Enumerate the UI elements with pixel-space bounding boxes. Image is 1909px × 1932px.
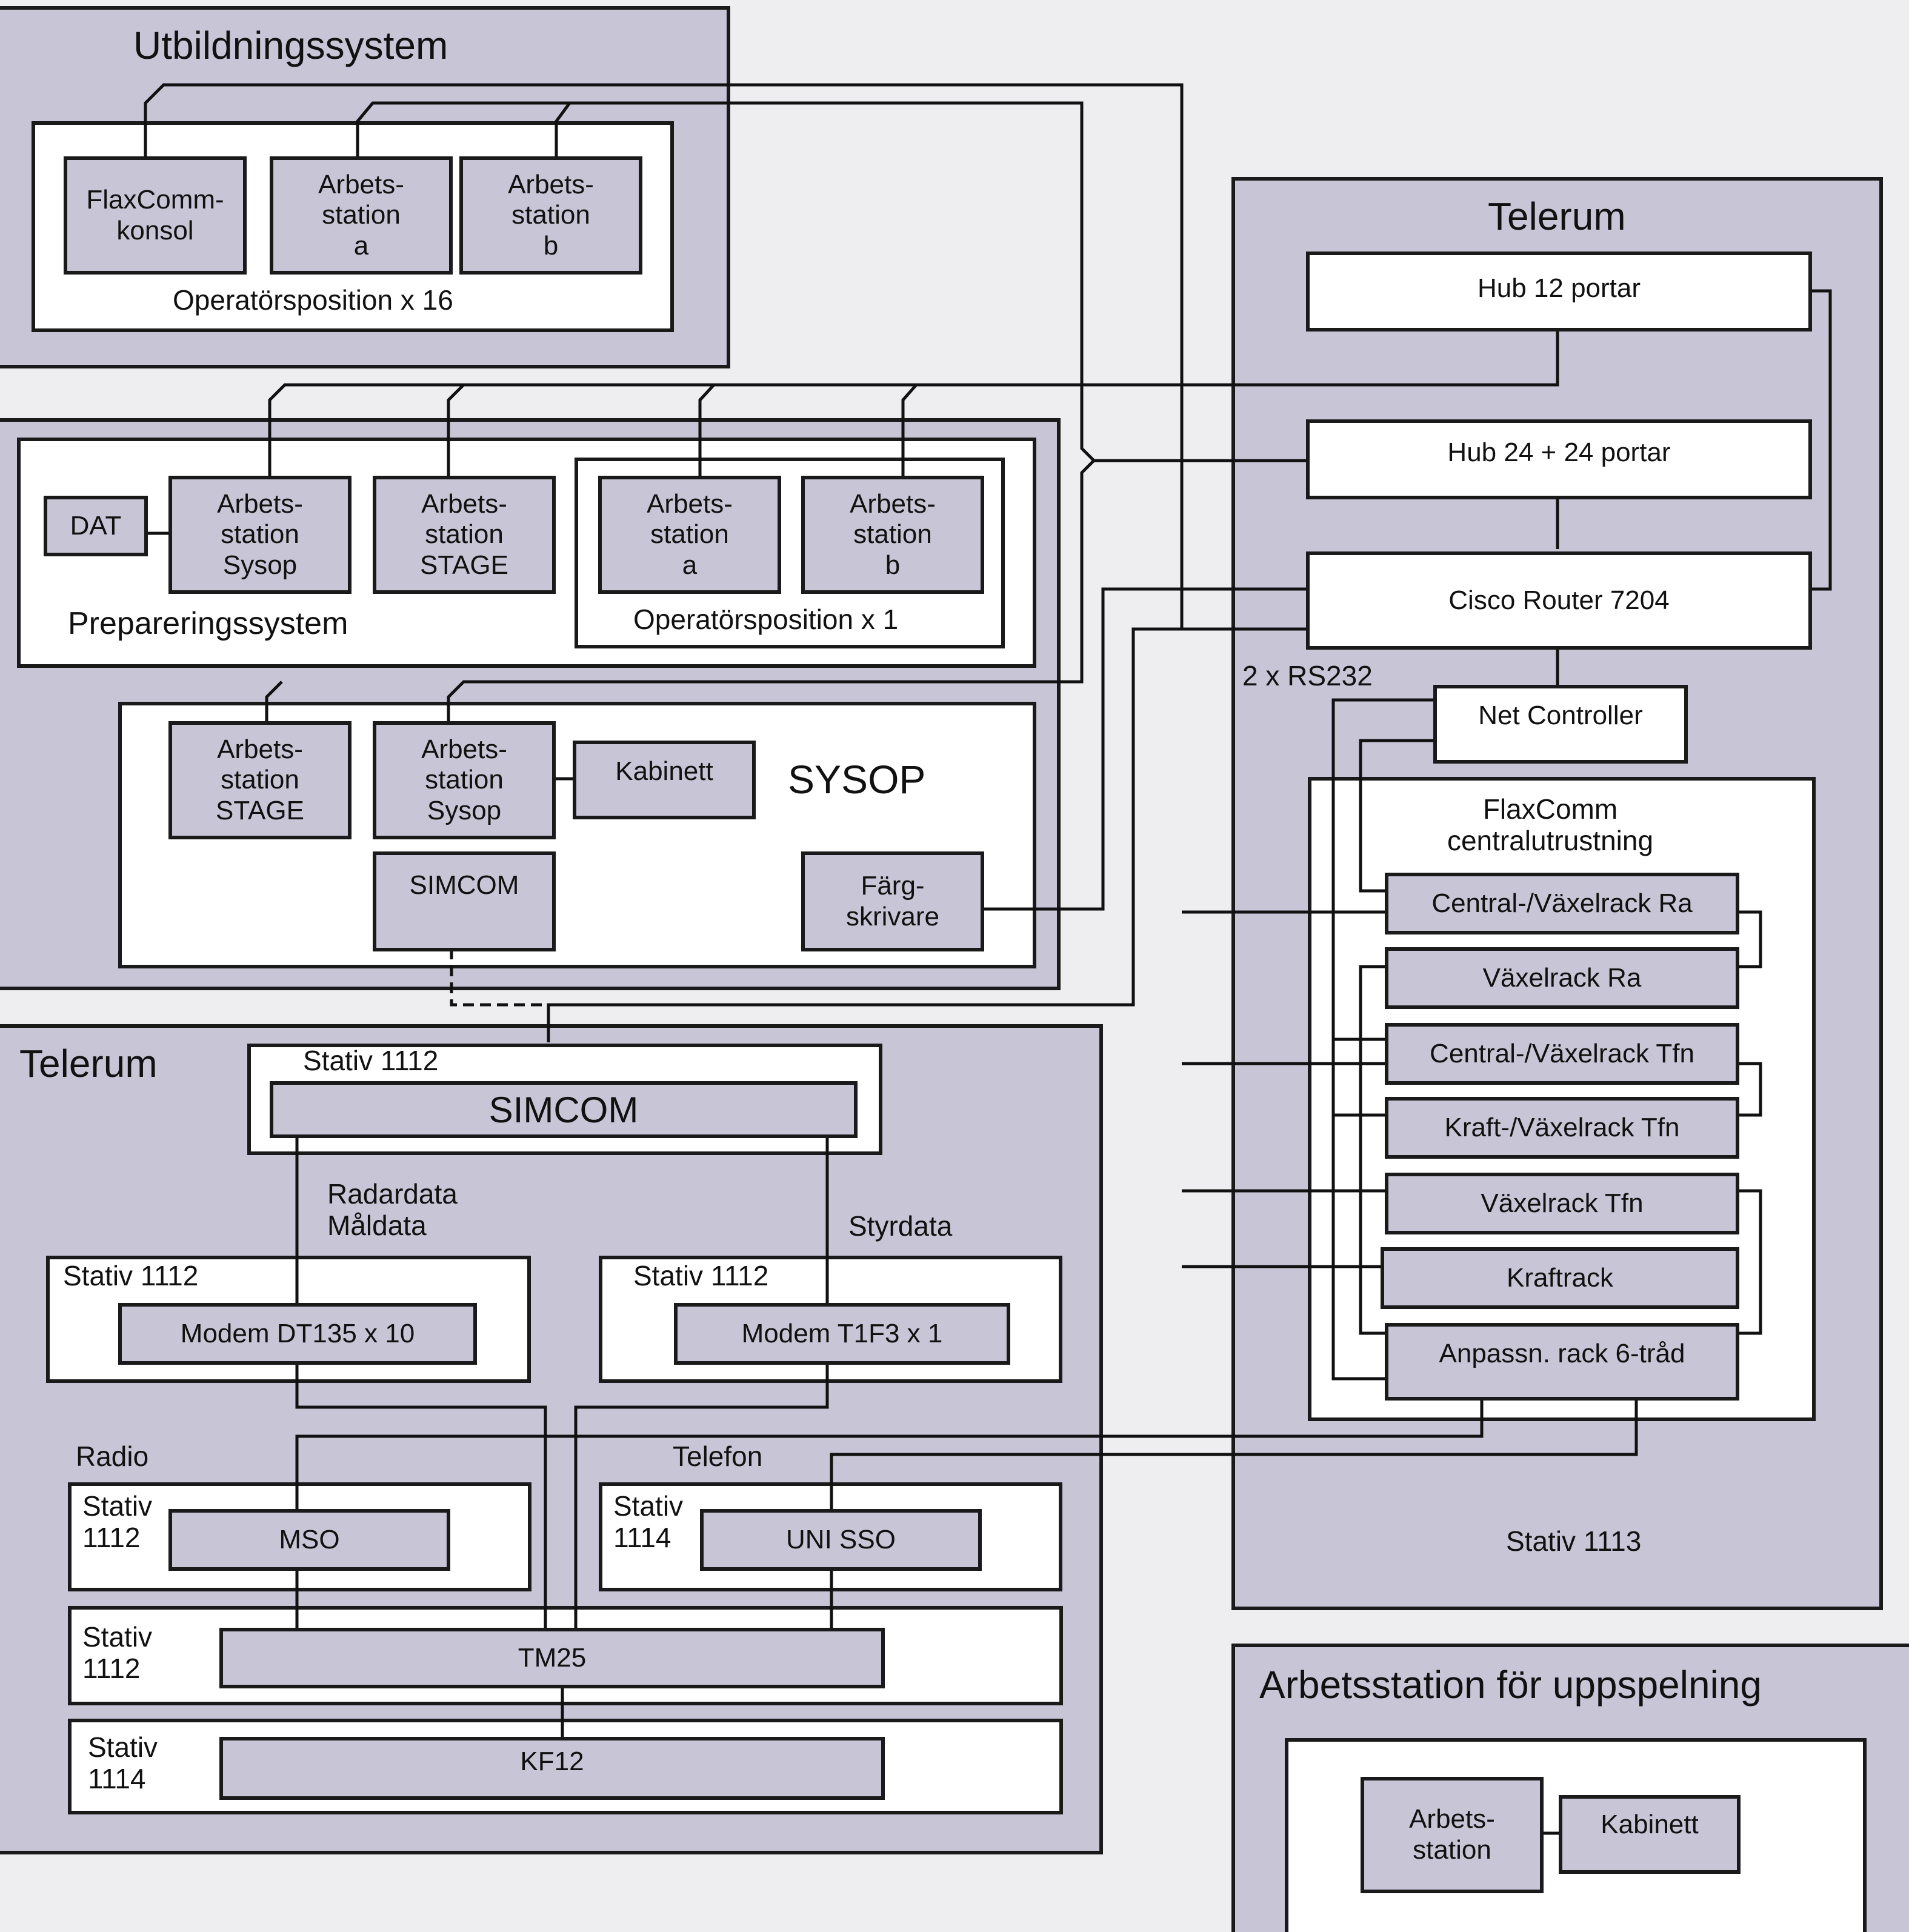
rack-central-vaxel-tfn: Central-/Växelrack Tfn (1385, 1023, 1739, 1085)
unisso-box: UNI SSO (700, 1509, 982, 1571)
rack-kraft-vaxel-tfn: Kraft-/Växelrack Tfn (1385, 1097, 1739, 1159)
prep-workstation-a-box: Arbets- station a (598, 476, 781, 594)
net-controller-box: Net Controller (1433, 685, 1688, 764)
flaxcomm-central-label: FlaxComm centralutrustning (1447, 793, 1654, 856)
telerum-right-title: Telerum (1488, 195, 1626, 238)
hub24-box: Hub 24 + 24 portar (1306, 419, 1812, 499)
unisso-stativ-label: Stativ 1114 (613, 1490, 684, 1553)
tm25-box: TM25 (219, 1628, 885, 1688)
utb-operator-label: Operatörsposition x 16 (173, 284, 453, 316)
uppspelning-kabinett-box: Kabinett (1559, 1795, 1741, 1874)
radardata-label: Radardata Måldata (327, 1178, 458, 1241)
hub12-box: Hub 12 portar (1306, 251, 1812, 331)
sysop-workstation-sysop-box: Arbets- station Sysop (373, 721, 556, 839)
sysop-title: SYSOP (788, 757, 926, 802)
prep-workstation-b-box: Arbets- station b (801, 476, 984, 594)
rack-vaxel-tfn: Växelrack Tfn (1385, 1173, 1739, 1234)
mso-box: MSO (168, 1509, 450, 1571)
fargskrivare-box: Färg- skrivare (801, 851, 984, 951)
utbildningssystem-title: Utbildningssystem (133, 24, 448, 67)
uppspelning-title: Arbetsstation för uppspelning (1259, 1663, 1762, 1707)
styrdata-label: Styrdata (848, 1210, 953, 1242)
tm25-stativ-label: Stativ 1112 (82, 1621, 153, 1684)
prep-workstation-stage-box: Arbets- station STAGE (373, 476, 556, 594)
sysop-workstation-stage-box: Arbets- station STAGE (168, 721, 351, 839)
telefon-label: Telefon (673, 1441, 763, 1472)
rack-kraft: Kraftrack (1381, 1247, 1739, 1309)
prep-workstation-sysop-box: Arbets- station Sysop (168, 476, 351, 594)
telerum-simcom-box: SIMCOM (270, 1081, 858, 1138)
cisco-router-box: Cisco Router 7204 (1306, 551, 1812, 650)
sysop-kabinett-box: Kabinett (573, 741, 756, 819)
utb-workstation-a-box: Arbets- station a (270, 156, 453, 275)
kf12-box: KF12 (219, 1737, 885, 1800)
radio-label: Radio (76, 1441, 149, 1472)
telerum-left-region (0, 1024, 1103, 1854)
modem-left-stativ-label: Stativ 1112 (63, 1260, 199, 1291)
telerum-left-title: Telerum (19, 1042, 158, 1085)
prep-operator-label: Operatörsposition x 1 (633, 604, 899, 635)
rack-vaxel-ra: Växelrack Ra (1385, 947, 1739, 1009)
utb-workstation-b-box: Arbets- station b (459, 156, 642, 275)
rack-central-vaxel-ra: Central-/Växelrack Ra (1385, 873, 1739, 934)
prepareringssystem-title: Prepareringssystem (68, 606, 348, 641)
uppspelning-workstation-box: Arbets- station (1361, 1777, 1544, 1893)
modem-dt135-box: Modem DT135 x 10 (118, 1303, 477, 1365)
mso-stativ-label: Stativ 1112 (82, 1490, 153, 1553)
stativ-1113-label: Stativ 1113 (1506, 1525, 1642, 1557)
modem-t1f3-box: Modem T1F3 x 1 (674, 1303, 1010, 1365)
flaxcomm-konsol-box: FlaxComm- konsol (64, 156, 247, 275)
rack-anpassn-6trad: Anpassn. rack 6-tråd (1385, 1323, 1739, 1401)
simcom-stativ-label: Stativ 1112 (303, 1045, 439, 1076)
rs232-label: 2 x RS232 (1242, 660, 1373, 691)
sysop-simcom-box: SIMCOM (373, 851, 556, 951)
kf12-stativ-label: Stativ 1114 (88, 1731, 158, 1794)
modem-right-stativ-label: Stativ 1112 (633, 1260, 769, 1291)
dat-box: DAT (44, 496, 148, 556)
